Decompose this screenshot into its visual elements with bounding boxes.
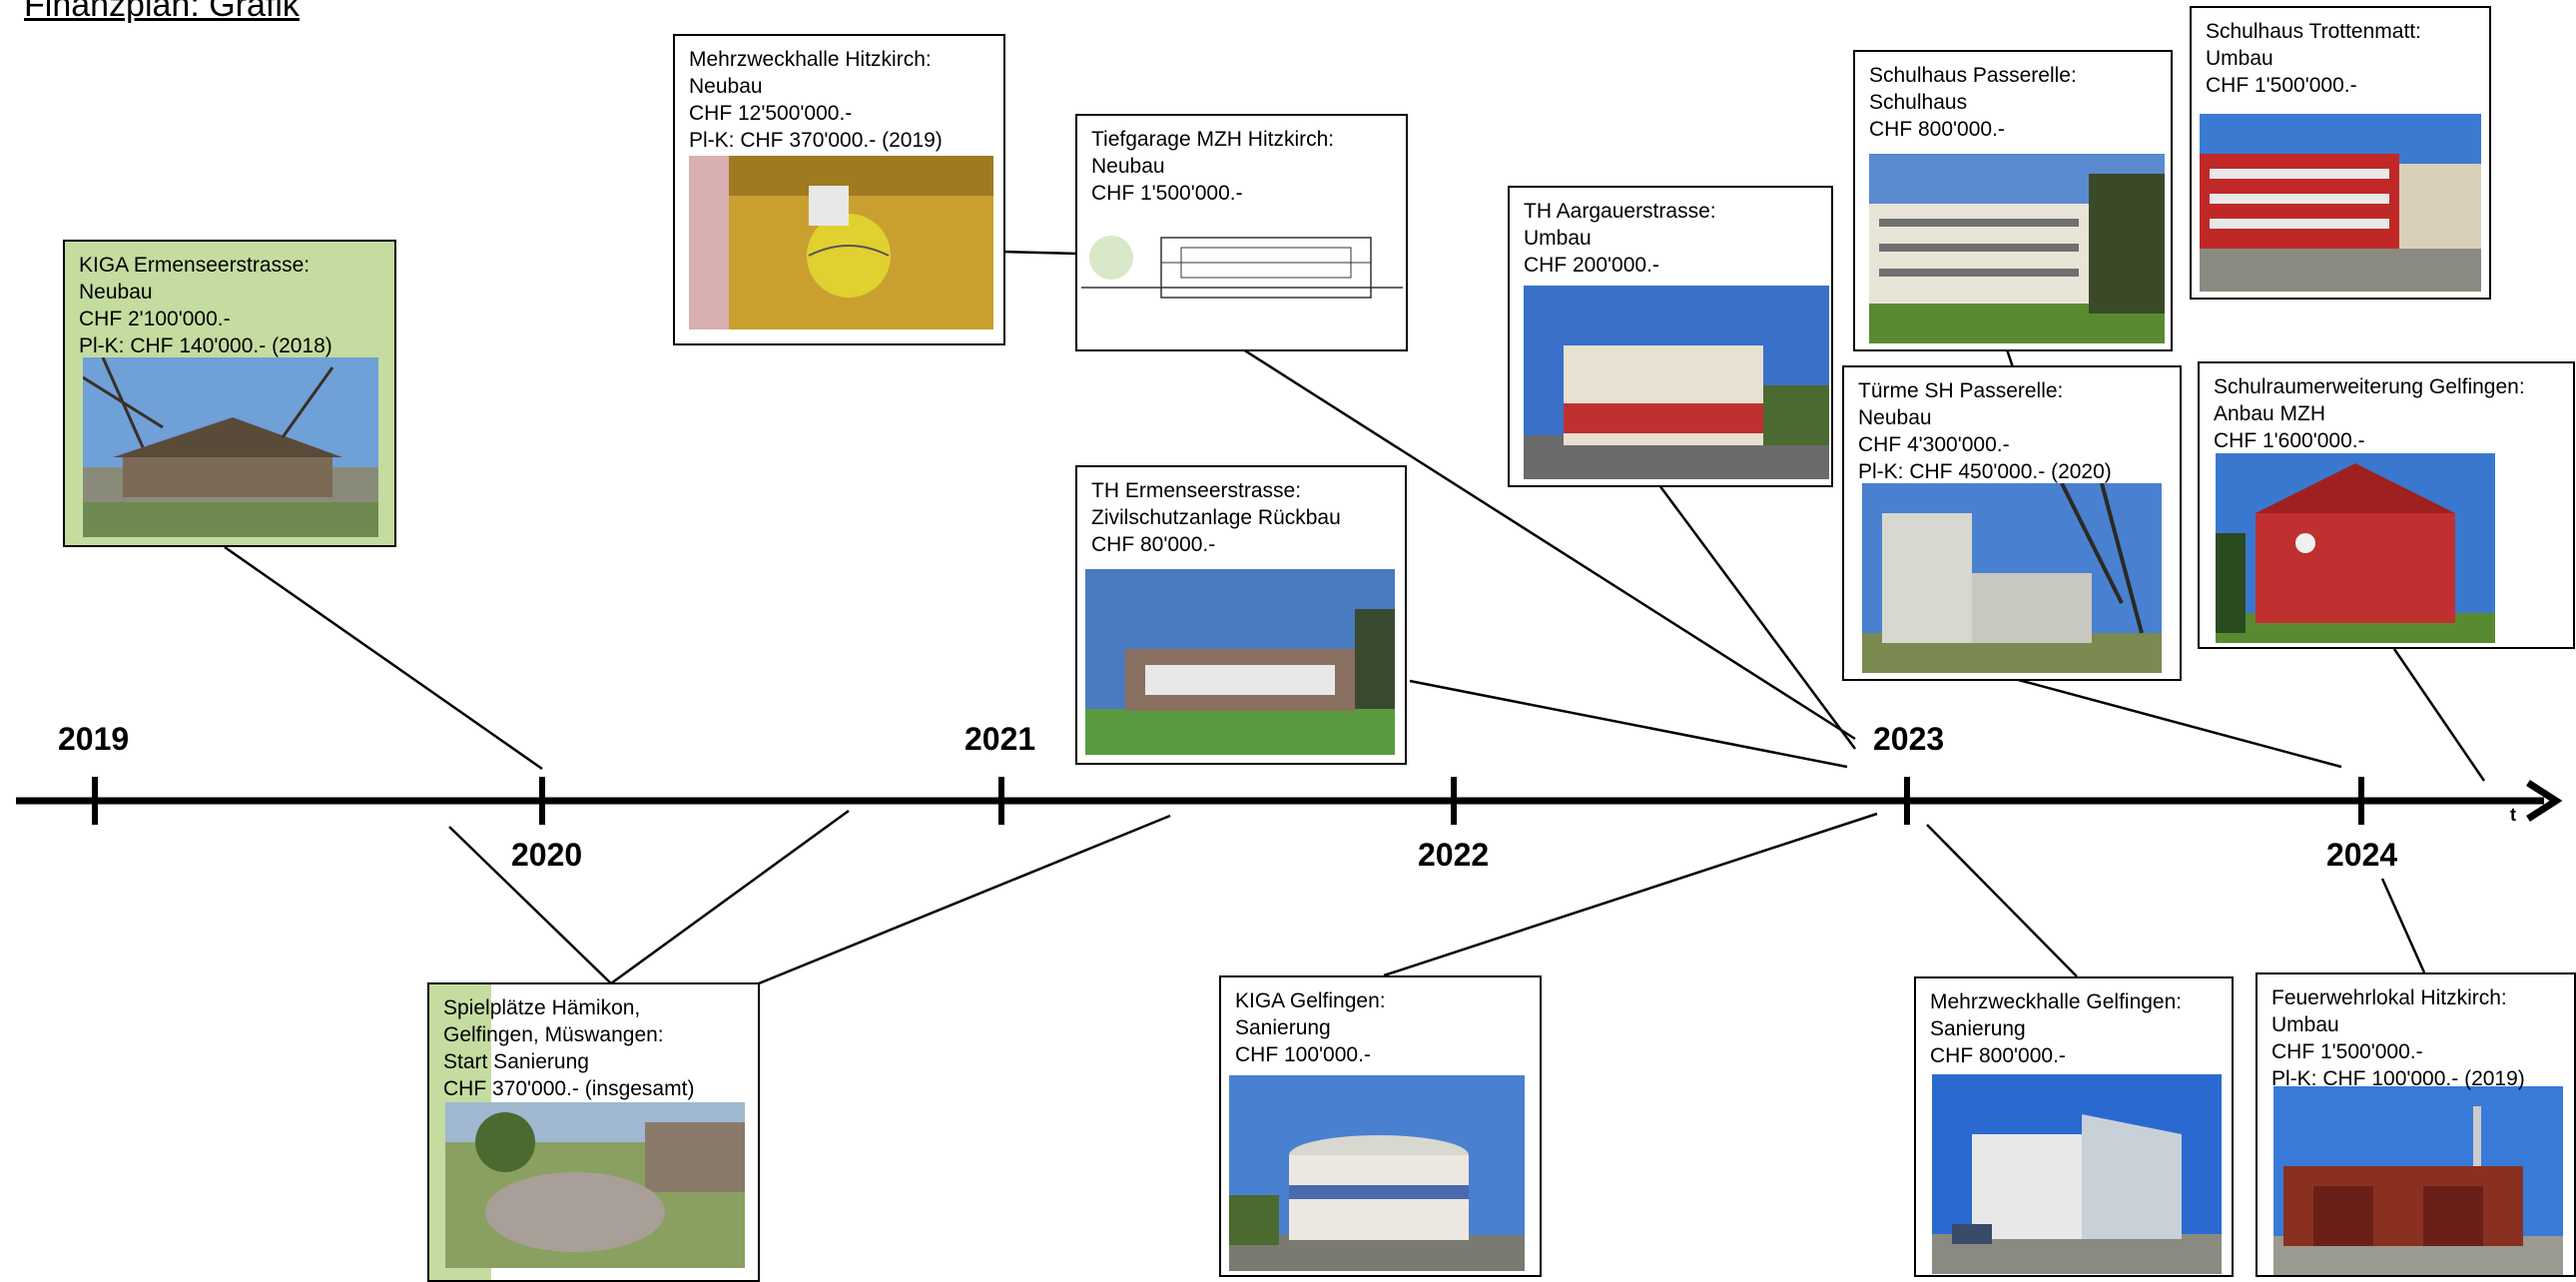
project-card-mehrzweckhalle-gelfingen: Mehrzweckhalle Gelfingen: Sanierung CHF …: [1914, 976, 2234, 1277]
project-text: KIGA Ermenseerstrasse: Neubau CHF 2'100'…: [79, 254, 332, 357]
connector-lines: [224, 250, 2486, 985]
project-card-kiga-gelfingen: KIGA Gelfingen: Sanierung CHF 100'000.-: [1219, 975, 1542, 1277]
project-text: Schulhaus Passerelle: Schulhaus CHF 800'…: [1869, 64, 2077, 141]
round-building-photo: [1229, 1075, 1525, 1271]
project-card-tiefgarage-mzh: Tiefgarage MZH Hitzkirch: Neubau CHF 1'5…: [1075, 114, 1408, 351]
project-card-mehrzweckhalle-hitzkirch: Mehrzweckhalle Hitzkirch: Neubau CHF 12'…: [673, 34, 1005, 345]
year-label-2021: 2021: [965, 721, 1036, 757]
school-passerelle-photo: [1869, 154, 2165, 343]
year-label-2022: 2022: [1418, 837, 1490, 873]
year-label-2020: 2020: [511, 837, 583, 873]
project-text: TH Aargauerstrasse: Umbau CHF 200'000.-: [1524, 200, 1716, 277]
project-text: Mehrzweckhalle Hitzkirch: Neubau CHF 12'…: [689, 48, 943, 152]
project-text: Feuerwehrlokal Hitzkirch: Umbau CHF 1'50…: [2271, 986, 2525, 1090]
fire-station-photo: [2273, 1086, 2563, 1275]
project-card-schulraumerweiterung-gelfingen: Schulraumerweiterung Gelfingen: Anbau MZ…: [2198, 361, 2575, 649]
project-text: Schulhaus Trottenmatt: Umbau CHF 1'500'0…: [2206, 20, 2421, 97]
axis-label-t: t: [2510, 805, 2516, 825]
project-card-tuerme-sh-passerelle: Türme SH Passerelle: Neubau CHF 4'300'00…: [1842, 365, 2182, 681]
project-text: Spielplätze Hämikon, Gelfingen, Müswange…: [443, 996, 695, 1100]
project-text: TH Ermenseerstrasse: Zivilschutzanlage R…: [1091, 479, 1341, 556]
project-card-th-aargauerstrasse: TH Aargauerstrasse: Umbau CHF 200'000.-: [1508, 186, 1833, 487]
timeline-arrow: [2526, 780, 2563, 822]
project-card-schulhaus-trottenmatt: Schulhaus Trottenmatt: Umbau CHF 1'500'0…: [2190, 6, 2491, 300]
gym-hall-photo: [1085, 569, 1395, 755]
project-text: Schulraumerweiterung Gelfingen: Anbau MZ…: [2214, 375, 2525, 452]
project-card-th-ermenseestrasse: TH Ermenseerstrasse: Zivilschutzanlage R…: [1075, 465, 1407, 765]
playground-photo: [445, 1102, 745, 1268]
project-card-spielplaetze: Spielplätze Hämikon, Gelfingen, Müswange…: [427, 982, 760, 1282]
project-text: Tiefgarage MZH Hitzkirch: Neubau CHF 1'5…: [1091, 128, 1335, 205]
school-trottenmatt-photo: [2200, 114, 2481, 292]
gym-aargauerstrasse-photo: [1524, 286, 1829, 479]
project-text: Mehrzweckhalle Gelfingen: Sanierung CHF …: [1930, 990, 2183, 1067]
project-card-feuerwehrlokal-hitzkirch: Feuerwehrlokal Hitzkirch: Umbau CHF 1'50…: [2255, 972, 2576, 1277]
gym-ball-photo: [689, 156, 993, 329]
project-text: KIGA Gelfingen: Sanierung CHF 100'000.-: [1235, 989, 1386, 1066]
year-label-2023: 2023: [1873, 721, 1945, 757]
section-drawing: [1081, 218, 1403, 318]
towers-photo: [1862, 483, 2162, 673]
project-card-kiga-ermenseestrasse: KIGA Ermenseerstrasse: Neubau CHF 2'100'…: [63, 240, 396, 547]
kindergarten-building-photo: [83, 357, 378, 537]
project-text: Türme SH Passerelle: Neubau CHF 4'300'00…: [1858, 379, 2112, 483]
page-title: Finanzplan: Grafik: [24, 0, 300, 24]
red-building-photo: [2216, 453, 2495, 643]
project-card-schulhaus-passerelle: Schulhaus Passerelle: Schulhaus CHF 800'…: [1853, 50, 2173, 351]
hall-gelfingen-photo: [1932, 1074, 2222, 1274]
year-label-2019: 2019: [58, 721, 130, 757]
year-label-2024: 2024: [2326, 837, 2398, 873]
